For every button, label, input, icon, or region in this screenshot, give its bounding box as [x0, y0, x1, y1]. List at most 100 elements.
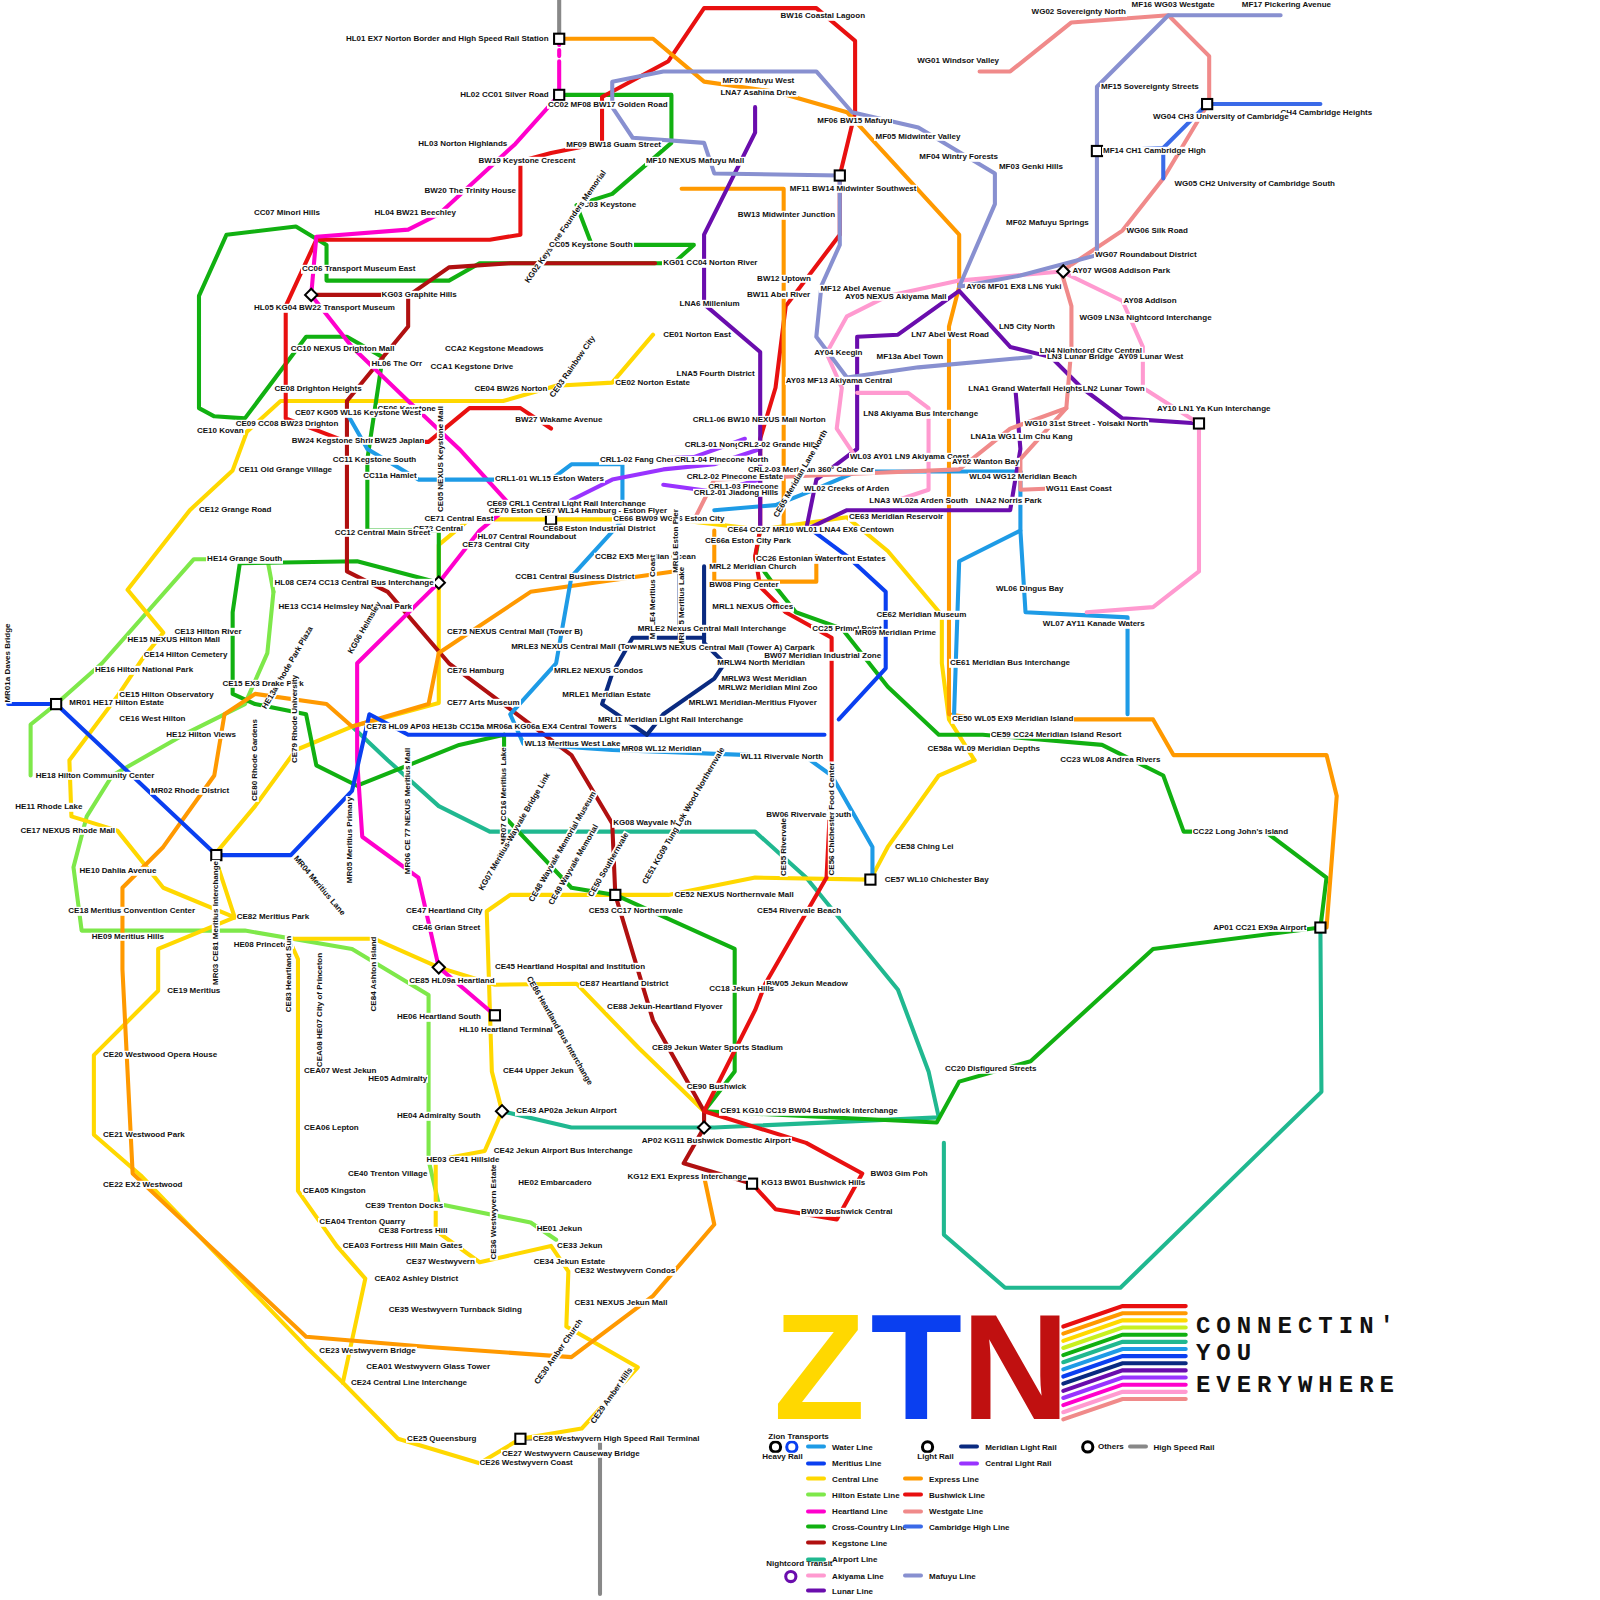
- station-label: CE58 Ching Lei: [894, 843, 955, 851]
- legend-swatch: [903, 1574, 923, 1578]
- station-label: CE39 Trenton Docks: [364, 1202, 444, 1210]
- station-label: CE17 NEXUS Rhode Mall: [19, 826, 116, 834]
- legend-heading: Others: [1097, 1443, 1125, 1451]
- station-label: HL04 BW21 Beechley: [373, 209, 456, 217]
- station-label: MR06 CE 77 NEXUS Meritius Mall: [404, 747, 412, 875]
- station-label: CE34 Jekun Estate: [533, 1258, 607, 1266]
- station-label: CE45 Heartland Hospital and Institution: [494, 963, 646, 971]
- station-label: MR08 WL12 Meridian: [620, 745, 702, 753]
- station-label: HE15 NEXUS Hilton Mall: [127, 636, 221, 644]
- station-label: CEA07 West Jekun: [303, 1067, 377, 1075]
- station-label: WL11 Rivervale North: [740, 753, 824, 761]
- station-label: CE07 KG05 WL16 Keystone West: [294, 409, 422, 417]
- station-label: LNA1a WG1 Lim Chu Kang: [969, 433, 1073, 441]
- station-label: CE66a Eston City Park: [704, 537, 792, 545]
- station-label: AY03 MF13 Akiyama Central: [785, 376, 894, 384]
- station-label: CC07 Minori Hills: [253, 209, 321, 217]
- legend-entry: Akiyama Line: [806, 1571, 884, 1580]
- station-label: CE88 Jekun-Heartland Flyover: [606, 1003, 724, 1011]
- station-label: CE28 Westwyvern High Speed Rail Terminal: [532, 1435, 701, 1443]
- station-label: CRL1-01 WL15 Eston Waters: [494, 474, 605, 482]
- station-label: CRL1-06 BW10 NEXUS Mall Norton: [692, 416, 827, 424]
- station-label: CE58a WL09 Meridian Depths: [927, 745, 1041, 753]
- tagline-text: EVERYWHERE: [1196, 1374, 1400, 1398]
- station-label: BW24 Kegstone Shrine: [291, 437, 381, 445]
- station-label: MR09 Meridian Prime: [854, 628, 937, 636]
- legend-text: Airport Line: [832, 1555, 877, 1564]
- station-label: MRLW2 Meridian Mini Zoo: [717, 684, 818, 692]
- station-label: MF15 Sovereignty Streets: [1100, 83, 1200, 91]
- station-label: HL07 Central Roundabout: [477, 533, 578, 541]
- station-label: BW13 Midwinter Junction: [737, 211, 836, 219]
- station-label: MRL1 NEXUS Offices: [711, 603, 794, 611]
- station-label: AP02 KG11 Bushwick Domestic Airport: [641, 1137, 792, 1145]
- station-label: CE33 Jekun: [556, 1242, 603, 1250]
- station-label: WL07 AY11 Kanade Waters: [1042, 620, 1146, 628]
- station-label: CC26 Estonian Waterfront Estates: [755, 555, 887, 563]
- station-label: AY10 LN1 Ya Kun Interchange: [1156, 405, 1271, 413]
- station-label: CE35 Westwyvern Turnback Siding: [388, 1306, 523, 1314]
- station-label: BW27 Wakame Avenue: [514, 416, 603, 424]
- station-label: CE16 West Hilton: [118, 715, 186, 723]
- station-label: CE27 Westwyvern Causeway Bridge: [501, 1450, 641, 1458]
- legend-swatch: [1128, 1445, 1148, 1449]
- station-label: CE42 Jekun Airport Bus Interchange: [493, 1147, 634, 1155]
- station-label: MF10 NEXUS Mafuyu Mall: [645, 157, 745, 165]
- legend-text: Akiyama Line: [832, 1571, 884, 1580]
- station-label: MF11 BW14 Midwinter Southwest: [789, 185, 918, 193]
- station-label: CE90 Bushwick: [686, 1083, 748, 1091]
- legend-text: Bushwick Line: [929, 1490, 985, 1499]
- station-label: WL13 Meritius West Lake: [523, 740, 621, 748]
- station-label: MR05 Meritius Primary: [346, 796, 354, 884]
- legend-swatch: [806, 1509, 826, 1513]
- station-label: CE11 Old Grange Village: [238, 466, 333, 474]
- station-label: KG01 CC04 Norton River: [662, 259, 758, 267]
- station-label: AY09 Lunar West: [1117, 353, 1184, 361]
- station-label: HE01 Jekun: [536, 1224, 583, 1232]
- legend-swatch: [806, 1557, 826, 1561]
- station-label: HL08 CE74 CC13 Central Bus Interchange: [273, 578, 434, 586]
- legend-swatch: [806, 1525, 826, 1529]
- station-label: CC12 Central Main Street: [334, 528, 432, 536]
- legend-entry: Hilton Estate Line: [806, 1490, 900, 1499]
- station-label: CRL2-02 Pinecone Estate: [686, 472, 784, 480]
- station-label: MRLW5 NEXUS Central Mall (Tower A) Carpa…: [637, 644, 816, 652]
- station-label: WG11 East Coast: [1045, 485, 1113, 493]
- station-label: CE84 Ashton Island: [370, 936, 378, 1013]
- station-label: BW02 Bushwick Central: [800, 1208, 894, 1216]
- station-label: CE64 CC27 MR10 WL01 LNA4 EX6 Centown: [727, 525, 895, 533]
- station-label: CE05 NEXUS Keystone Mall: [437, 405, 445, 513]
- station-label: CE19 Meritius: [166, 987, 221, 995]
- station-label: WL06 Dingus Bay: [995, 585, 1065, 593]
- station-label: MRLE2 NEXUS Condos: [553, 667, 644, 675]
- station-label: CE04 BW26 Norton: [473, 385, 548, 393]
- station-label: CE29 Amber Hills: [589, 1365, 635, 1426]
- station-label: CEA05 Kingston: [302, 1187, 367, 1195]
- legend-text: Westgate Line: [929, 1507, 983, 1516]
- station-label: CE09 CC08 BW23 Drighton: [235, 420, 340, 428]
- legend-text: Water Line: [832, 1442, 873, 1451]
- legend-swatch: [806, 1493, 826, 1497]
- station-label: MF05 Midwinter Valley: [874, 133, 961, 141]
- station-label: CE32 Westwyvern Condos: [573, 1267, 676, 1275]
- station-label: MRLE3 NEXUS Central Mall (Tower A): [510, 643, 655, 651]
- station-label: AY08 Addison: [1122, 297, 1177, 305]
- legend-text: Kegstone Line: [832, 1538, 887, 1547]
- station-label: HL02 CC01 Silver Road: [459, 91, 549, 99]
- station-label: CE24 Central Line Interchange: [350, 1378, 468, 1386]
- station-label: MF17 Pickering Avenue: [1241, 1, 1332, 9]
- station-label: AP01 CC21 EX9a Airport: [1212, 923, 1307, 931]
- legend-swatch: [806, 1477, 826, 1481]
- station-label: HL01 EX7 Norton Border and High Speed Ra…: [345, 35, 550, 43]
- legend-entry: Cambridge High Line: [903, 1522, 1009, 1531]
- station-label: MRLE5 Meritius Lake: [677, 566, 685, 648]
- station-label: HL10 Heartland Terminal: [458, 1025, 554, 1033]
- station-label: CRL1-02 Fang Cheng: [599, 456, 682, 464]
- station-label: CE82 Meritius Park: [236, 913, 310, 921]
- station-label: KG03 Graphite Hills: [381, 291, 458, 299]
- station-label: CE54 Rivervale Beach: [756, 907, 842, 915]
- station-label: MF03 Genki Hills: [998, 163, 1064, 171]
- station-label: MR01a Daves Bridge: [4, 623, 12, 704]
- legend-entry: Central Line: [806, 1474, 878, 1483]
- station-label: BW05 Jekun Meadow: [765, 979, 848, 987]
